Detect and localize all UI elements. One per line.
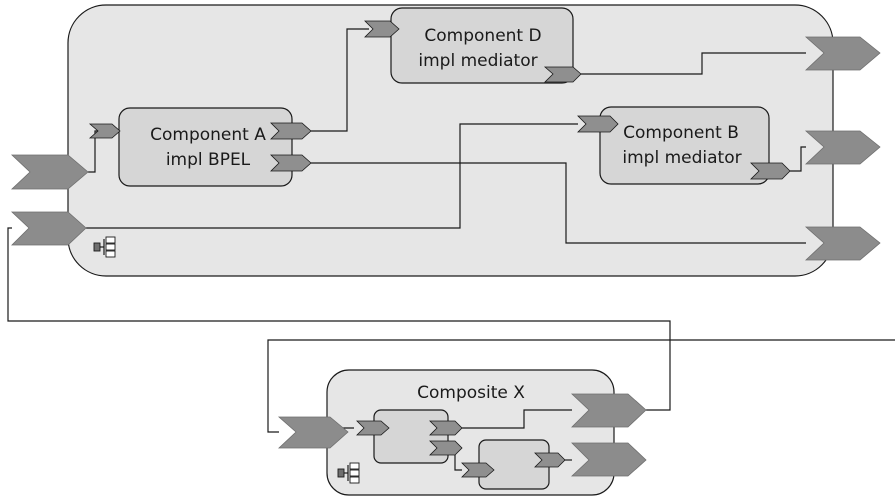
component-b-title: Component B bbox=[623, 123, 739, 143]
composite-x-reference-chevron-2[interactable] bbox=[570, 442, 647, 477]
composite-x-c1-service-chevron[interactable] bbox=[356, 420, 390, 436]
component-d-service-chevron[interactable] bbox=[364, 20, 400, 38]
composite-x-reference-chevron-1[interactable] bbox=[570, 393, 647, 428]
reference-chevron-3[interactable] bbox=[804, 226, 881, 261]
service-chevron-2[interactable] bbox=[10, 211, 87, 246]
composite-x-c1-reference-chevron-1[interactable] bbox=[429, 420, 463, 436]
composite-x-c2-reference-chevron[interactable] bbox=[534, 452, 566, 468]
composite-x-c2-service-chevron[interactable] bbox=[461, 462, 495, 478]
component-a-service-chevron[interactable] bbox=[88, 123, 121, 139]
wire-service2-loop bbox=[7, 227, 671, 411]
composite-icon bbox=[93, 236, 116, 258]
wire-ref3-to-composite-x bbox=[267, 339, 895, 433]
reference-chevron-1[interactable] bbox=[804, 36, 881, 71]
component-b[interactable] bbox=[599, 106, 770, 185]
component-a-reference-chevron-2[interactable] bbox=[270, 154, 312, 172]
wire-x-c1-to-ref1 bbox=[455, 409, 572, 429]
component-b-impl: impl mediator bbox=[622, 148, 741, 168]
component-a-reference-chevron-1[interactable] bbox=[270, 122, 312, 140]
composite-x-component-1[interactable] bbox=[373, 409, 449, 464]
component-a-impl: impl BPEL bbox=[166, 150, 251, 170]
component-a[interactable] bbox=[118, 107, 293, 187]
component-d-title: Component D bbox=[424, 26, 541, 46]
component-b-service-chevron[interactable] bbox=[577, 115, 619, 133]
service-chevron-1[interactable] bbox=[10, 154, 89, 190]
wire-a-to-d bbox=[311, 28, 369, 132]
wire-x-c1-to-c2 bbox=[454, 455, 462, 471]
component-b-reference-chevron[interactable] bbox=[750, 162, 791, 180]
component-d-reference-chevron[interactable] bbox=[543, 66, 582, 83]
composite-icon bbox=[337, 462, 360, 484]
composite-icon-block bbox=[93, 242, 101, 252]
component-d-impl: impl mediator bbox=[418, 51, 537, 71]
composite-x-c1-reference-chevron-2[interactable] bbox=[429, 440, 463, 456]
composite-x-service-chevron[interactable] bbox=[277, 416, 349, 449]
composite-x-title: Composite X bbox=[417, 383, 525, 403]
wire-service2-to-b bbox=[86, 123, 578, 229]
reference-chevron-2[interactable] bbox=[804, 130, 881, 165]
composite-icon-block bbox=[337, 468, 345, 478]
wire-d-to-ref1 bbox=[581, 52, 806, 75]
component-d[interactable] bbox=[390, 7, 574, 84]
wire-b-to-ref2 bbox=[790, 146, 806, 172]
component-a-title: Component A bbox=[150, 125, 266, 145]
wire-a-to-ref3 bbox=[311, 162, 806, 244]
